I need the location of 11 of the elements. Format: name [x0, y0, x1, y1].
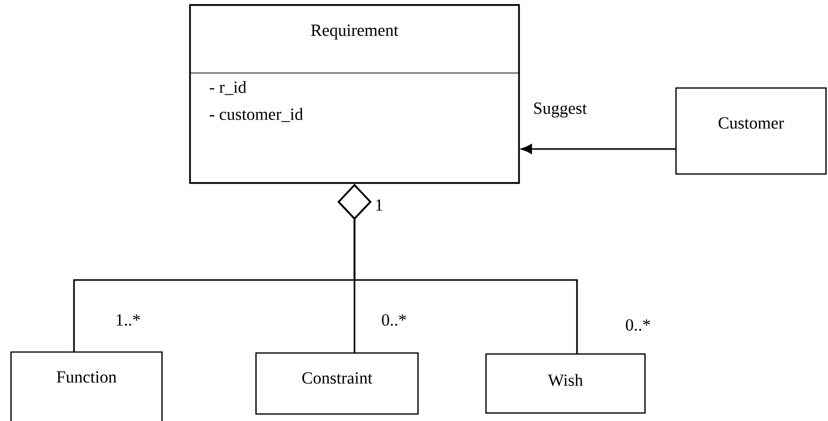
class-box: Constraint: [255, 352, 419, 415]
class-box: Function: [10, 351, 163, 421]
multiplicity-label: 1..*: [116, 314, 140, 326]
class-box: Customer: [675, 87, 827, 175]
edge-label: Suggest: [532, 102, 588, 118]
connector: [521, 144, 676, 154]
class-box: Requirement - r_id - customer_id: [189, 4, 520, 184]
multiplicity-label: 0..*: [382, 314, 406, 326]
multiplicity-label: 0..*: [626, 319, 650, 331]
class-box: Wish: [485, 353, 646, 414]
multiplicity-label: 1: [376, 199, 382, 211]
